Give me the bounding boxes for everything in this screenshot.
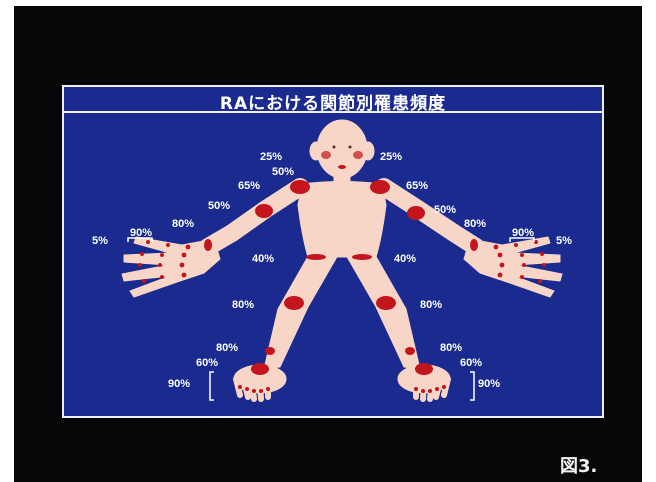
eye-right xyxy=(333,146,336,149)
figure-number: 図3. xyxy=(560,452,597,478)
eye-left xyxy=(349,146,352,149)
joint-shoulder-left xyxy=(370,180,390,194)
label-shoulder-left: 65% xyxy=(406,180,428,192)
joint-shoulder-right xyxy=(290,180,310,194)
label-dip-right: 5% xyxy=(92,235,108,247)
label-dip-left: 5% xyxy=(556,235,572,247)
label-mcp-left: 90% xyxy=(512,227,534,239)
body-figure: 25% 25% 50% 65% 65% 50% 50% 80% 80% 90% … xyxy=(64,87,604,418)
joint-elbow-left xyxy=(407,206,425,220)
joint-wrist-left xyxy=(470,239,478,251)
label-shoulder-right: 65% xyxy=(238,180,260,192)
label-toes-right: 90% xyxy=(168,378,190,390)
joint-knee-left xyxy=(376,296,396,310)
joint-wrist-right xyxy=(204,239,212,251)
label-wrist-right: 80% xyxy=(172,218,194,230)
joint-ankle-left xyxy=(405,347,415,355)
label-tarsal-right: 60% xyxy=(196,357,218,369)
label-ankle-left: 80% xyxy=(440,342,462,354)
joint-ankle-right xyxy=(265,347,275,355)
arm-left xyxy=(384,187,476,247)
joint-hip-left xyxy=(352,254,372,260)
label-ankle-right: 80% xyxy=(216,342,238,354)
bracket-toes-left xyxy=(470,372,474,400)
label-neck: 50% xyxy=(272,166,294,178)
joint-knee-right xyxy=(284,296,304,310)
label-knee-right: 80% xyxy=(232,299,254,311)
label-jaw-right: 25% xyxy=(260,151,282,163)
joint-hip-right xyxy=(306,254,326,260)
head xyxy=(317,120,367,178)
label-mcp-right: 90% xyxy=(130,227,152,239)
torso xyxy=(298,182,386,258)
joint-elbow-right xyxy=(255,204,273,218)
cheek-left xyxy=(353,151,363,159)
cheek-right xyxy=(321,151,331,159)
mouth xyxy=(338,165,346,169)
label-toes-left: 90% xyxy=(478,378,500,390)
label-elbow-right: 50% xyxy=(208,200,230,212)
joint-tarsal-left xyxy=(415,363,433,375)
leg-right xyxy=(264,253,338,369)
diagram-panel: RAにおける関節別罹患頻度 xyxy=(62,85,604,418)
bracket-toes-right xyxy=(210,372,214,400)
label-jaw-left: 25% xyxy=(380,151,402,163)
label-hip-left: 40% xyxy=(394,253,416,265)
label-hip-right: 40% xyxy=(252,253,274,265)
label-wrist-left: 80% xyxy=(464,218,486,230)
label-knee-left: 80% xyxy=(420,299,442,311)
joint-tarsal-right xyxy=(251,363,269,375)
body-silhouette xyxy=(122,120,562,399)
arm-right xyxy=(208,187,300,247)
label-tarsal-left: 60% xyxy=(460,357,482,369)
hand-left xyxy=(464,237,562,297)
label-elbow-left: 50% xyxy=(434,204,456,216)
